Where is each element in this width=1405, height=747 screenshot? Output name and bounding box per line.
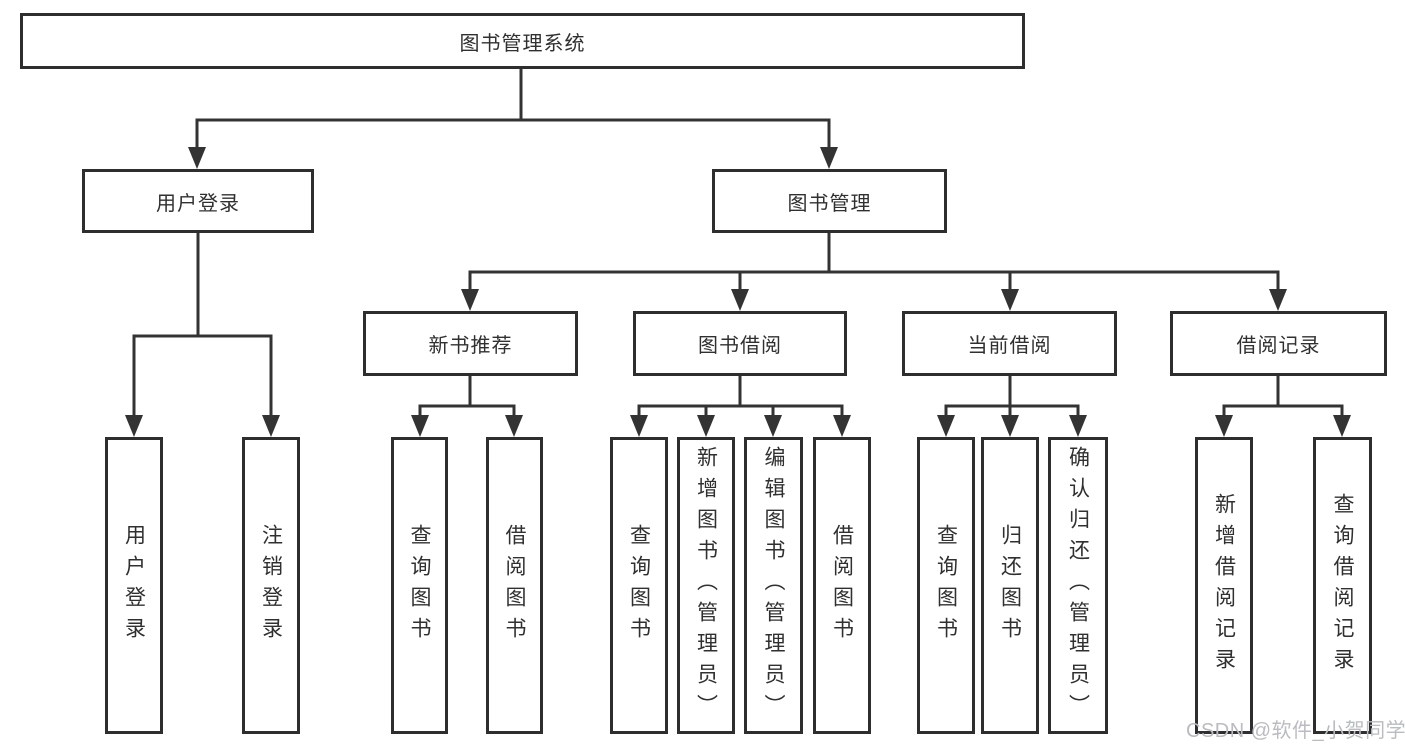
node-label: 图书管理 — [787, 192, 872, 215]
leaf-user-login: 用户登录 — [105, 437, 163, 734]
node-user-login: 用户登录 — [82, 169, 314, 233]
connector-book-borrow-to-leaves — [630, 376, 851, 437]
node-new-book-recommend: 新书推荐 — [363, 311, 578, 376]
arrowhead-icon — [1215, 415, 1233, 437]
node-book-borrow: 图书借阅 — [633, 311, 847, 376]
arrowhead-icon — [1001, 415, 1019, 437]
connector-line — [195, 69, 831, 149]
node-label: 新增图书（管理员） — [694, 446, 718, 725]
node-label: 查询图书 — [934, 523, 958, 648]
arrowhead-icon — [188, 147, 206, 169]
node-label: 查询图书 — [627, 523, 651, 648]
node-root-system: 图书管理系统 — [20, 13, 1025, 69]
connector-user-login-to-leaves — [125, 233, 280, 437]
arrowhead-icon — [411, 415, 429, 437]
node-label: 借阅图书 — [830, 523, 854, 648]
node-label: 用户登录 — [122, 523, 146, 648]
node-label: 新书推荐 — [428, 335, 513, 357]
leaf-records-add-record: 新增借阅记录 — [1195, 437, 1253, 734]
leaf-borrow-query-book: 查询图书 — [610, 437, 668, 734]
arrowhead-icon — [1269, 289, 1287, 311]
arrowhead-icon — [630, 415, 648, 437]
arrowhead-icon — [764, 415, 782, 437]
arrowhead-icon — [1069, 415, 1087, 437]
connector-new-book-recommend-to-leaves — [411, 376, 523, 437]
connector-line — [637, 376, 844, 417]
leaf-borrow-add-book-admin: 新增图书（管理员） — [677, 437, 735, 734]
arrowhead-icon — [505, 415, 523, 437]
node-label: 查询图书 — [408, 523, 431, 648]
leaf-borrow-borrow-book: 借阅图书 — [813, 437, 871, 734]
node-label: 图书借阅 — [698, 335, 782, 357]
node-label: 注销登录 — [259, 523, 283, 648]
node-label: 编辑图书（管理员） — [762, 446, 785, 725]
leaf-current-query-book: 查询图书 — [917, 437, 975, 734]
node-borrow-records: 借阅记录 — [1170, 311, 1387, 376]
node-label: 借阅图书 — [503, 523, 526, 648]
arrowhead-icon — [125, 415, 143, 437]
node-label: 当前借阅 — [967, 335, 1052, 357]
node-label: 用户登录 — [156, 192, 240, 215]
arrowhead-icon — [1001, 289, 1019, 311]
connector-line — [944, 376, 1080, 417]
connector-line — [132, 233, 273, 417]
arrowhead-icon — [262, 415, 280, 437]
node-label: 图书管理系统 — [459, 32, 586, 55]
connector-borrow-records-to-leaves — [1215, 376, 1351, 437]
arrowhead-icon — [1333, 415, 1351, 437]
leaf-current-return-book: 归还图书 — [981, 437, 1039, 734]
arrowhead-icon — [833, 415, 851, 437]
leaf-current-confirm-return-admin: 确认归还（管理员） — [1048, 437, 1108, 734]
connector-root-to-level2 — [188, 69, 838, 169]
arrowhead-icon — [461, 289, 479, 311]
node-current-borrow: 当前借阅 — [902, 311, 1117, 376]
connector-line — [468, 233, 1280, 291]
arrowhead-icon — [697, 415, 715, 437]
leaf-recommend-query-book: 查询图书 — [391, 437, 448, 734]
node-book-management: 图书管理 — [712, 169, 947, 233]
connector-line — [1222, 376, 1344, 417]
leaf-logout: 注销登录 — [242, 437, 300, 734]
arrowhead-icon — [820, 147, 838, 169]
node-label: 归还图书 — [998, 523, 1022, 648]
leaf-records-query-record: 查询借阅记录 — [1313, 437, 1372, 734]
node-label: 确认归还（管理员） — [1066, 446, 1090, 725]
connector-book-management-to-level3 — [461, 233, 1287, 311]
arrowhead-icon — [731, 289, 749, 311]
node-label: 借阅记录 — [1236, 335, 1321, 357]
leaf-recommend-borrow-book: 借阅图书 — [486, 437, 543, 734]
node-label: 新增借阅记录 — [1212, 492, 1236, 679]
leaf-borrow-edit-book-admin: 编辑图书（管理员） — [744, 437, 803, 734]
connector-line — [418, 376, 516, 417]
watermark-text: CSDN @软件_小贺同学 — [1186, 720, 1405, 742]
arrowhead-icon — [937, 415, 955, 437]
connector-current-borrow-to-leaves — [937, 376, 1087, 437]
node-label: 查询借阅记录 — [1331, 492, 1354, 679]
